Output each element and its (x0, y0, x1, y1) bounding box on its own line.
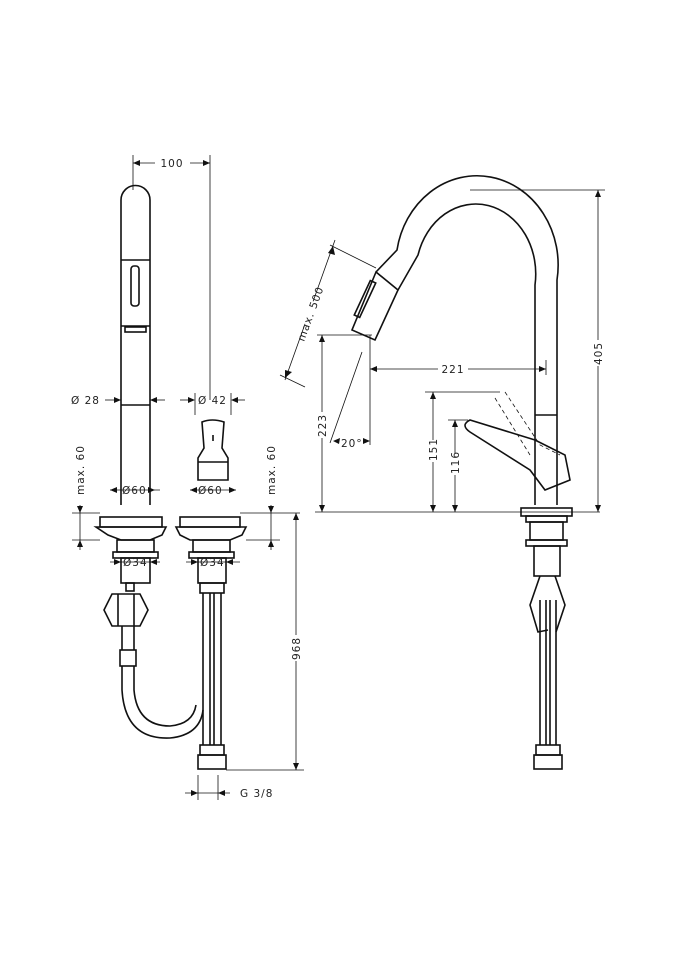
dim-405: 405 (593, 342, 605, 365)
dim-dia-60-right: Ø60 (198, 485, 223, 497)
dim-dia-60-left: Ø60 (122, 485, 147, 497)
dim-dia-28: Ø 28 (71, 395, 100, 407)
mixer-handle-unit (174, 419, 248, 770)
dim-151: 151 (428, 438, 440, 461)
dim-221: 221 (441, 364, 464, 376)
pullout-spout-unit (93, 184, 204, 739)
dim-dia-34-left: Ø34 (123, 557, 148, 569)
dim-max-60-left: max. 60 (75, 445, 87, 495)
dim-thread-g38: G 3/8 (240, 788, 273, 800)
dim-223: 223 (317, 414, 329, 437)
dim-dia-34-right: Ø34 (200, 557, 225, 569)
dim-angle-20: 20° (341, 438, 363, 450)
left-dimensions: 100 Ø 28 Ø 42 Ø60 Ø60 max. 60 max. 60 Ø3… (71, 155, 304, 800)
dim-max-60-right: max. 60 (266, 445, 278, 495)
dim-dia-42: Ø 42 (198, 395, 227, 407)
dim-968: 968 (291, 637, 303, 660)
dim-100: 100 (160, 158, 183, 170)
right-dimensions: max. 500 223 20° 221 151 116 405 (269, 189, 606, 513)
dim-116: 116 (450, 451, 462, 474)
